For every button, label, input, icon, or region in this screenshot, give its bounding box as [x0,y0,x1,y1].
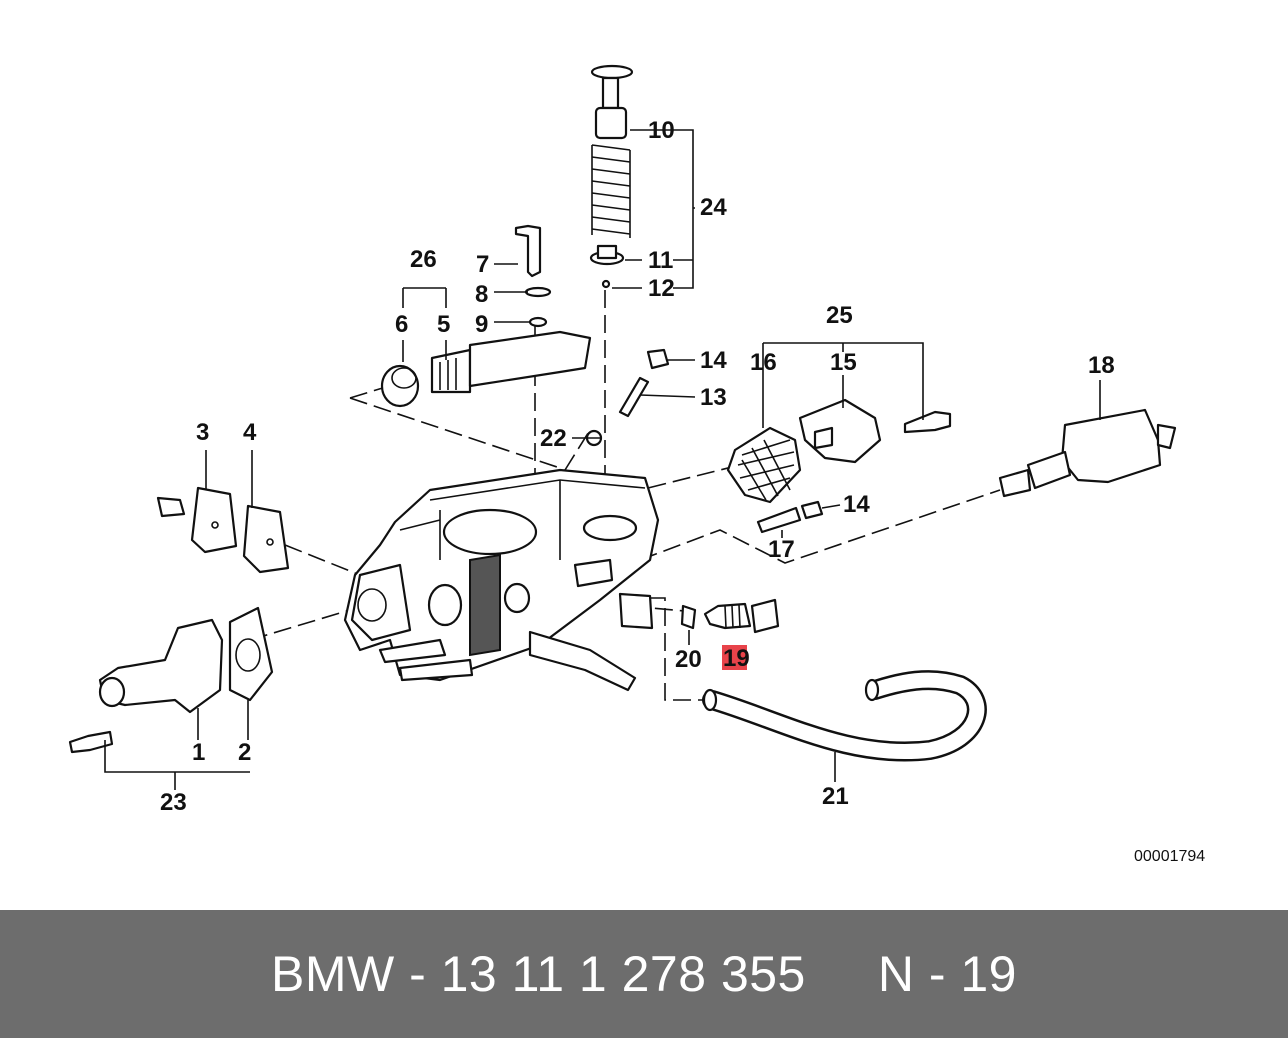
part-number-footer: BMW - 13 11 1 278 355 N - 19 [0,910,1288,1038]
callout-8: 8 [475,281,488,308]
callout-23: 23 [160,789,187,816]
screws-lower [756,500,824,534]
pump-piston-assembly [589,64,634,289]
jet-parts [514,224,552,328]
callout-24: 24 [700,194,727,221]
callout-4: 4 [243,419,257,446]
parts-diagram: 10 24 11 12 7 8 9 26 6 5 14 13 22 25 16 … [68,64,1177,816]
callout-19: 19 [723,645,750,672]
callout-15: 15 [830,349,857,376]
callout-7: 7 [476,251,489,278]
callout-12: 12 [648,275,675,302]
carburettor-body [343,468,660,692]
screws-top [585,348,670,447]
callout-1: 1 [192,739,205,766]
callout-11: 11 [648,247,673,274]
callout-13: 13 [700,384,727,411]
callout-14-lower: 14 [843,491,870,518]
callout-5: 5 [437,311,450,338]
cutoff-valve [380,330,592,408]
callout-14-top: 14 [700,347,727,374]
callout-labels: 10 24 11 12 7 8 9 26 6 5 14 13 22 25 16 … [160,117,1115,816]
callout-10: 10 [648,117,675,144]
callout-18: 18 [1088,352,1115,379]
callout-6: 6 [395,311,408,338]
callout-16: 16 [750,349,777,376]
callout-21: 21 [822,783,849,810]
drawing-number: 00001794 [1134,848,1206,865]
gaskets-left [156,486,290,574]
hose [702,670,987,762]
leader-lines [104,129,1101,790]
callout-25: 25 [826,302,853,329]
callout-22: 22 [540,425,567,452]
callout-9: 9 [475,311,488,338]
highlight-box-19 [722,645,747,670]
callout-26: 26 [410,246,437,273]
callout-2: 2 [238,739,251,766]
callout-17: 17 [768,536,795,563]
part-number-text: BMW - 13 11 1 278 355 N - 19 [271,946,1017,1002]
elbow-housing [68,606,274,754]
solenoid-valve [998,408,1177,498]
choke-cover [726,398,952,504]
callout-3: 3 [196,419,209,446]
callout-20: 20 [675,646,702,673]
mixture-screw [680,598,780,634]
